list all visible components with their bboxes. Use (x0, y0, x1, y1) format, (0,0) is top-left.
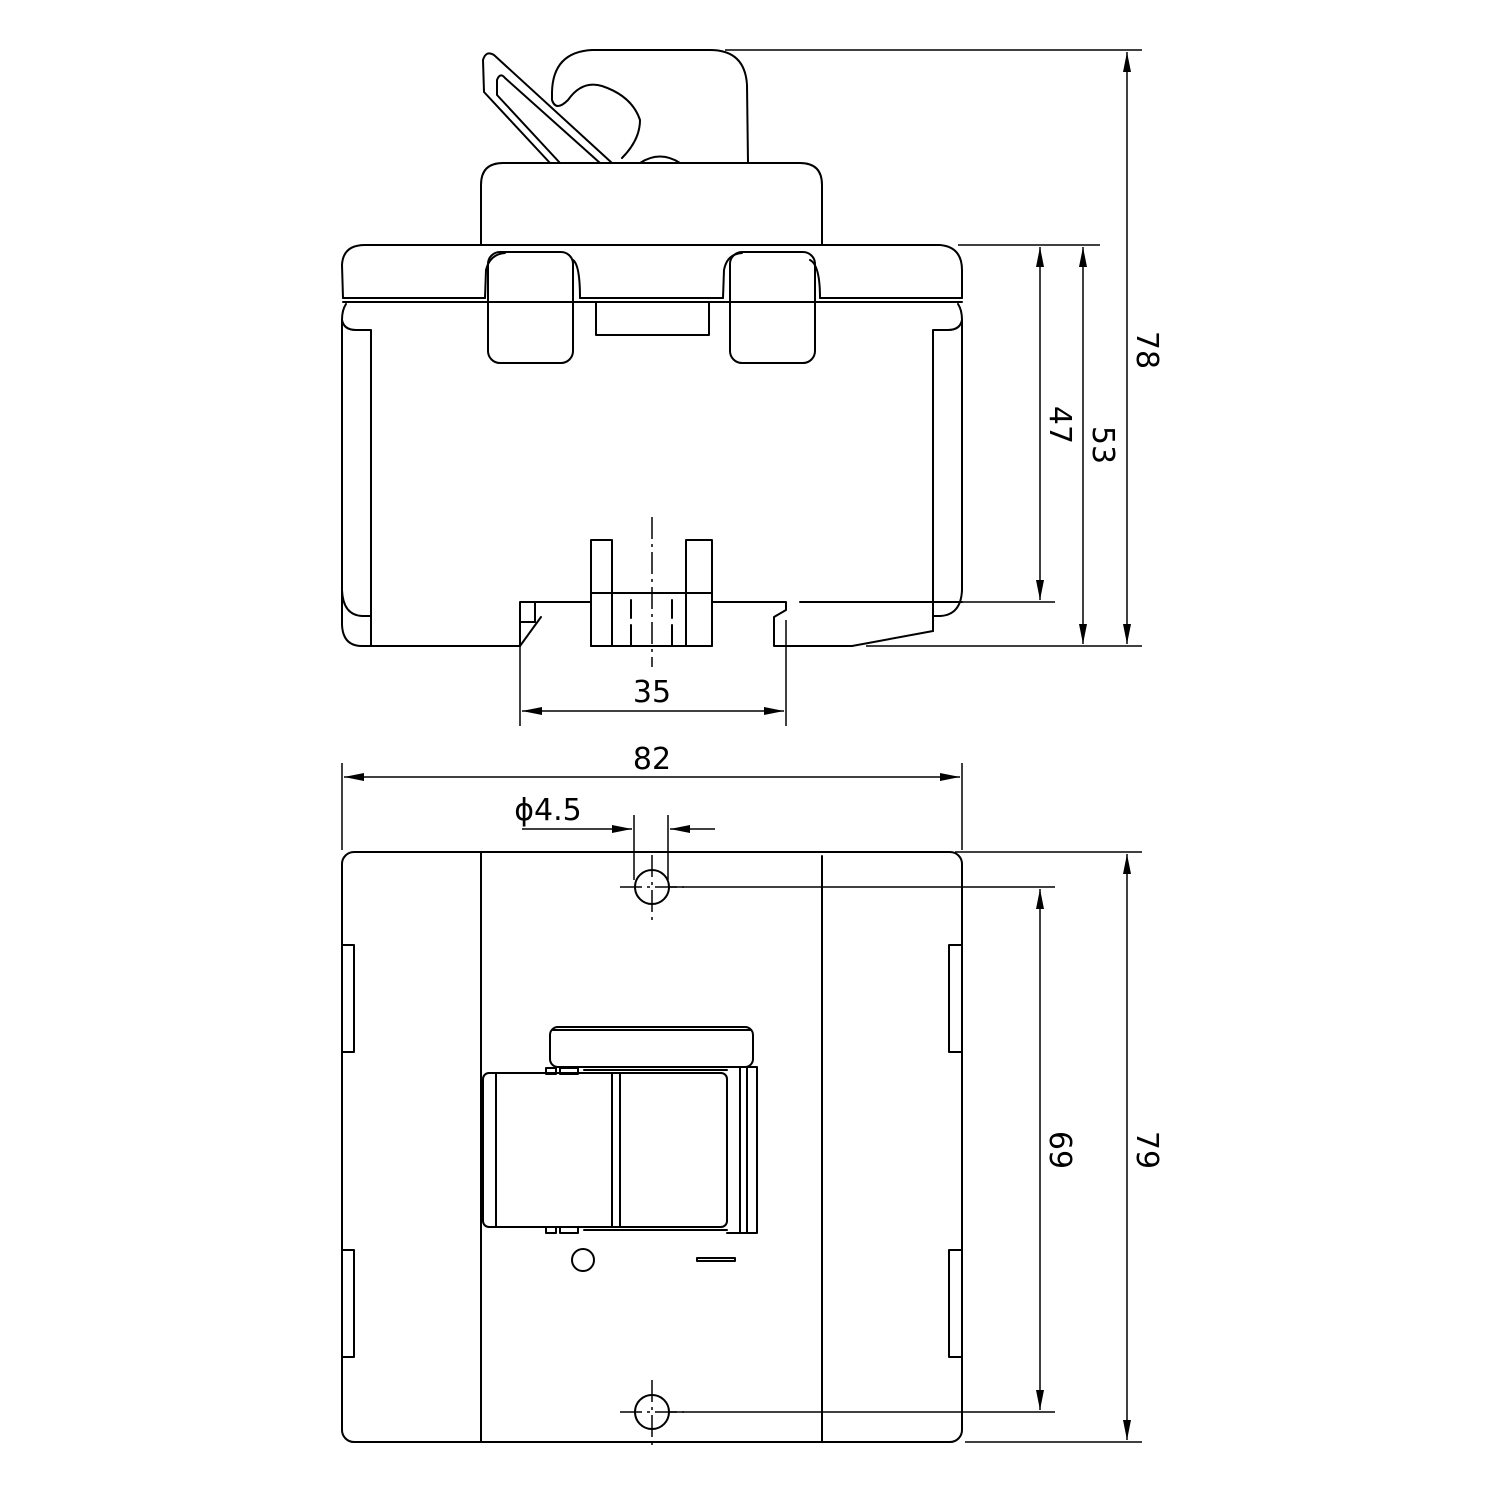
dimension-hole-diameter: ϕ4.5 (514, 793, 715, 880)
dimension-label: 79 (1129, 1131, 1164, 1169)
lid (341, 244, 963, 299)
lower-housing (341, 303, 521, 647)
dimension-label: ϕ4.5 (514, 793, 582, 828)
dimension-47: 47 (1036, 247, 1077, 600)
hinge-tab-left (487, 251, 574, 364)
side-clip (948, 944, 963, 1053)
dimension-label: 82 (633, 742, 671, 777)
side-view: 35 47 53 78 (341, 49, 1164, 726)
dimension-78: 78 (1123, 52, 1164, 644)
dimension-35: 35 (519, 620, 787, 726)
front-view: 82 ϕ4.5 (341, 742, 1164, 1445)
dimension-82: 82 (341, 742, 963, 850)
dimension-label: 47 (1042, 406, 1077, 444)
rocker-switch (482, 1026, 758, 1272)
dimension-label: 53 (1085, 426, 1120, 464)
off-symbol-icon (571, 1248, 595, 1272)
on-symbol-icon (696, 1257, 736, 1262)
base-plate (341, 851, 963, 1443)
dimension-label: 78 (1129, 331, 1164, 369)
hanging-hook (551, 49, 749, 164)
dimension-79: 79 (1123, 854, 1164, 1440)
dimension-53: 53 (1079, 247, 1120, 644)
upper-housing (480, 162, 823, 246)
dimension-69: 69 (1036, 889, 1077, 1410)
hinge-tab-right (729, 251, 816, 364)
side-clip (341, 944, 355, 1053)
side-clip (341, 1249, 355, 1358)
side-clip (948, 1249, 963, 1358)
toggle-lever (482, 52, 681, 164)
dimension-label: 69 (1042, 1131, 1077, 1169)
din-rail-clip (519, 517, 963, 667)
dimension-label: 35 (633, 675, 671, 710)
